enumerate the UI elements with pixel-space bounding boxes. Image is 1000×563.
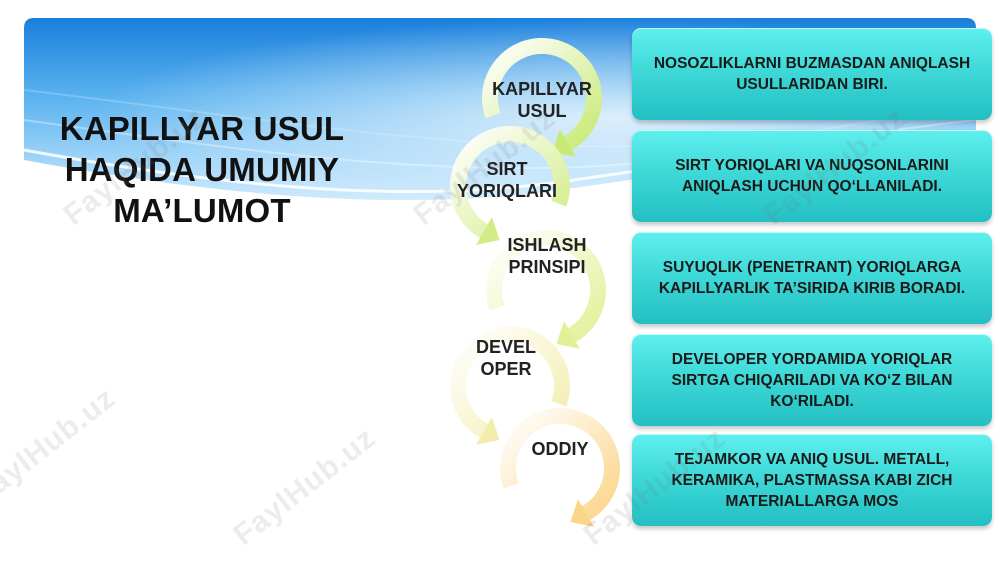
description-text: SUYUQLIK (PENETRANT) YORIQLARGA KAPILLYA… (658, 259, 966, 297)
step-ring (486, 230, 606, 349)
arrow-head-icon (556, 321, 580, 349)
arrow-rings (450, 38, 620, 527)
step-ring (482, 38, 602, 157)
step-label: SIRT YORIQLARI (456, 159, 557, 201)
ring-arc (486, 230, 606, 342)
description-text: TEJAMKOR VA ANIQ USUL. METALL, KERAMIKA,… (671, 450, 953, 510)
ring-arc (500, 408, 620, 520)
description-box: DEVELOPER YORDAMIDA YORIQLAR SIRTGA CHIQ… (632, 334, 992, 426)
ring-arc (450, 326, 570, 438)
arrow-head-icon (552, 129, 576, 157)
step-ring (450, 326, 570, 445)
description-text: SIRT YORIQLARI VA NUQSONLARINI ANIQLASH … (675, 157, 949, 195)
step-label: KAPILLYAR USUL (492, 79, 592, 121)
description-box: NOSOZLIKLARNI BUZMASDAN ANIQLASH USULLAR… (632, 28, 992, 120)
arrow-head-icon (476, 417, 500, 445)
title-line-2: HAQIDA UMUMIY (64, 151, 340, 188)
step-label: ISHLASH PRINSIPI (507, 235, 587, 277)
circular-arrow-flow: KAPILLYAR USUL SIRT YORIQLARI ISHLASH PRIN… (430, 20, 630, 550)
step-label: ODDIY (531, 439, 589, 459)
arrow-head-icon (570, 499, 594, 527)
slide-title: KAPILLYAR USUL HAQIDA UMUMIY MA’LUMOT (22, 108, 382, 231)
description-box: TEJAMKOR VA ANIQ USUL. METALL, KERAMIKA,… (632, 434, 992, 526)
step-ring (450, 126, 570, 245)
arrow-head-icon (476, 217, 500, 245)
description-text: DEVELOPER YORDAMIDA YORIQLAR SIRTGA CHIQ… (671, 350, 953, 410)
title-line-3: MA’LUMOT (113, 192, 291, 229)
step-label: DEVEL OPER (475, 337, 536, 379)
title-line-1: KAPILLYAR USUL (59, 110, 345, 147)
step-ring (500, 408, 620, 527)
ring-arc (482, 38, 602, 150)
description-text: NOSOZLIKLARNI BUZMASDAN ANIQLASH USULLAR… (653, 55, 971, 93)
description-box: SUYUQLIK (PENETRANT) YORIQLARGA KAPILLYA… (632, 232, 992, 324)
description-box: SIRT YORIQLARI VA NUQSONLARINI ANIQLASH … (632, 130, 992, 222)
ring-arc (450, 126, 570, 238)
